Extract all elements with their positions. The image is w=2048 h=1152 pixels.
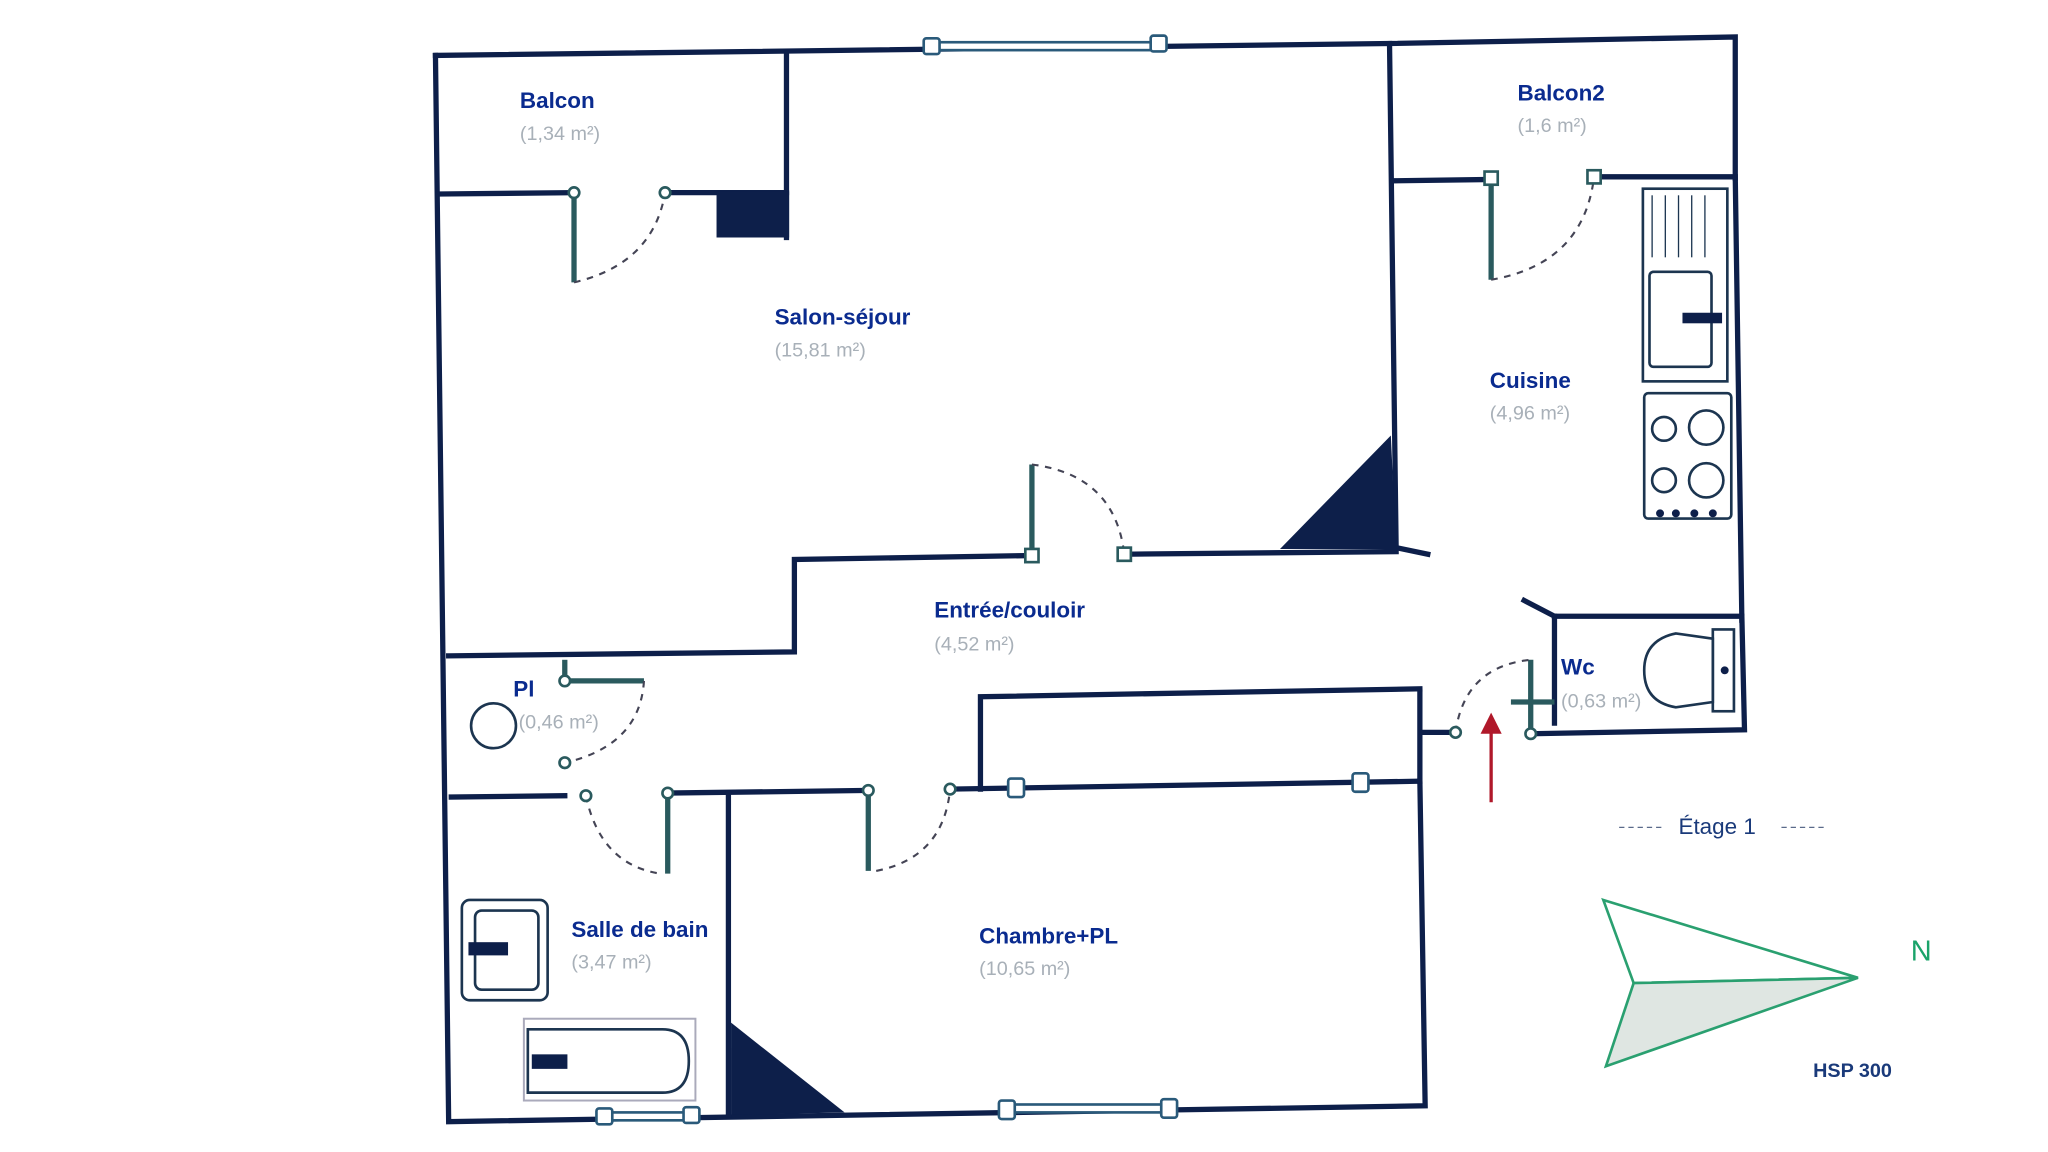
bathtub-icon (522, 1017, 697, 1102)
floor-name: Étage 1 (1679, 814, 1756, 839)
room-name-sdb: Salle de bain (571, 917, 708, 942)
room-name-balcon2: Balcon2 (1518, 80, 1605, 105)
room-area-sdb: (3,47 m²) (571, 952, 651, 974)
ceiling-height-label: HSP 300 (1813, 1060, 1892, 1082)
room-area-balcon2: (1,6 m²) (1518, 115, 1587, 137)
room-area-pl: (0,46 m²) (519, 711, 599, 733)
room-area-balcon: (1,34 m²) (520, 123, 600, 145)
room-name-salon: Salon-séjour (775, 305, 911, 330)
room-area-wc: (0,63 m²) (1561, 690, 1641, 712)
room-name-chambre: Chambre+PL (979, 924, 1118, 949)
kitchen-fixtures (1641, 187, 1733, 520)
room-name-balcon: Balcon (520, 88, 595, 113)
room-labels: Balcon (1,34 m²) Balcon2 (1,6 m²) Salon-… (513, 80, 1641, 980)
room-name-cuisine: Cuisine (1490, 368, 1571, 393)
cooktop-icon (1642, 391, 1733, 520)
room-name-pl: Pl (513, 677, 534, 702)
room-area-entree: (4,52 m²) (934, 634, 1014, 656)
room-area-cuisine: (4,96 m²) (1490, 403, 1570, 425)
windows (595, 34, 1370, 1126)
washbasin-icon (460, 898, 549, 1002)
room-area-salon: (15,81 m²) (775, 339, 866, 361)
compass-icon: N (1601, 897, 1932, 1069)
entry-arrow-icon (1480, 712, 1502, 803)
floor-label: Étage 1 (1619, 814, 1825, 839)
compass-north-label: N (1911, 936, 1932, 968)
room-name-wc: Wc (1561, 654, 1595, 679)
room-area-chambre: (10,65 m²) (979, 958, 1070, 980)
toilet-icon (1642, 628, 1736, 713)
walls (432, 34, 1748, 1125)
room-name-entree: Entrée/couloir (934, 598, 1085, 623)
water-heater-icon (469, 702, 518, 750)
doors (558, 168, 1602, 875)
sink-icon (1651, 195, 1706, 258)
